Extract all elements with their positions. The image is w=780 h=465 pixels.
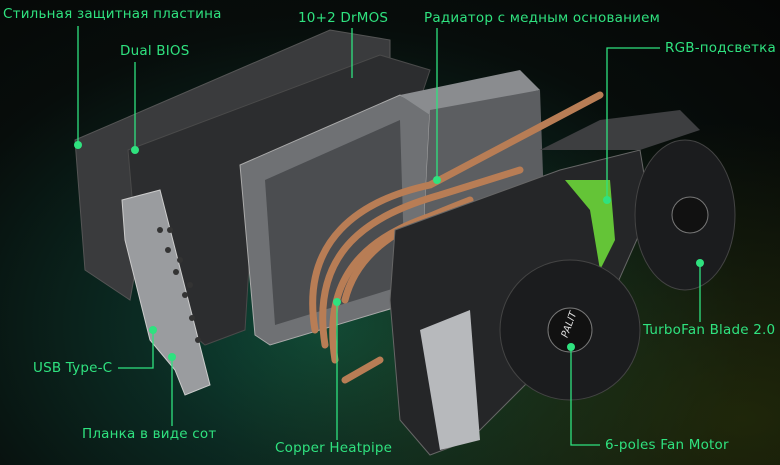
- shroud-top: [540, 110, 700, 150]
- label-fan-motor: 6-poles Fan Motor: [605, 437, 729, 453]
- label-heatsink: Радиатор с медным основанием: [424, 10, 660, 26]
- label-bracket: Планка в виде сот: [82, 426, 217, 442]
- leader-lines: [77, 26, 701, 446]
- dot-dual-bios: [131, 146, 139, 154]
- heatsink-fins: [265, 120, 405, 325]
- bracket-honeycomb: [157, 227, 201, 343]
- label-turbofan: TurboFan Blade 2.0: [643, 322, 776, 338]
- label-dual-bios: Dual BIOS: [120, 43, 190, 59]
- copper-heatpipes: [309, 91, 604, 384]
- dot-heatpipe: [333, 298, 341, 306]
- label-rgb: RGB-подсветка: [665, 40, 776, 56]
- leader-dots: [74, 141, 704, 361]
- label-drmos: 10+2 DrMOS: [298, 10, 389, 26]
- dot-turbofan: [696, 259, 704, 267]
- label-backplate: Стильная защитная пластина: [3, 6, 222, 22]
- dot-rgb: [603, 196, 611, 204]
- label-usb: USB Type-C: [33, 360, 113, 376]
- fan-left: [499, 259, 641, 401]
- dot-bracket: [168, 353, 176, 361]
- heatsink-top: [400, 70, 540, 115]
- dot-backplate: [74, 141, 82, 149]
- shroud-silver-accent: [420, 310, 480, 450]
- rgb-strip: [565, 180, 615, 270]
- io-bracket: [121, 189, 211, 396]
- dot-usb: [149, 326, 157, 334]
- label-heatpipe: Copper Heatpipe: [275, 440, 393, 456]
- dot-fan-motor: [567, 343, 575, 351]
- fan-right: [634, 139, 736, 291]
- dot-heatsink: [433, 176, 441, 184]
